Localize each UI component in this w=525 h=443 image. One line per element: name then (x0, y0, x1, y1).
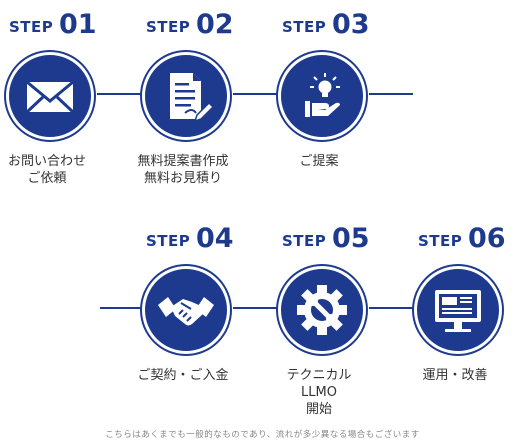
step-word: STEP (9, 18, 54, 36)
step-05-circle (278, 266, 366, 354)
step-number: 02 (196, 9, 234, 40)
connector-line (233, 93, 277, 95)
footnote: こちらはあくまでも一般的なものであり、流れが多少異なる場合もございます (105, 430, 420, 440)
step-04-caption: ご契約・ご入金 (137, 368, 229, 383)
document-pen-icon (170, 73, 215, 123)
step-02-circle (142, 52, 230, 140)
step-03-caption: ご提案 (299, 154, 339, 169)
step-number: 05 (332, 223, 370, 254)
step-06-caption: 運用・改善 (422, 368, 488, 383)
step-02-caption: 無料提案書作成 無料お見積り (137, 154, 229, 186)
connector-line (97, 93, 141, 95)
step-01-caption: お問い合わせ ご依頼 (7, 154, 86, 186)
gear-wrench-icon (297, 285, 347, 335)
step-06-circle (414, 266, 502, 354)
step-number: 01 (59, 9, 97, 40)
step-05-caption: テクニカル LLMO 開始 (286, 368, 352, 417)
step-word: STEP (282, 232, 327, 250)
step-01-circle (6, 52, 94, 140)
connector-line (369, 93, 413, 95)
step-03-circle (278, 52, 366, 140)
connector-line (100, 307, 141, 309)
step-word: STEP (146, 232, 191, 250)
handshake-icon (158, 297, 214, 326)
monitor-icon (435, 290, 481, 332)
step-number: 04 (196, 223, 234, 254)
step-04-circle (142, 266, 230, 354)
step-word: STEP (146, 18, 191, 36)
lightbulb-hand-icon (305, 73, 340, 117)
connector-line (369, 307, 413, 309)
connector-line (233, 307, 277, 309)
envelope-icon (25, 80, 75, 114)
step-number: 03 (332, 9, 370, 40)
step-word: STEP (282, 18, 327, 36)
step-word: STEP (418, 232, 463, 250)
step-number: 06 (468, 223, 506, 254)
